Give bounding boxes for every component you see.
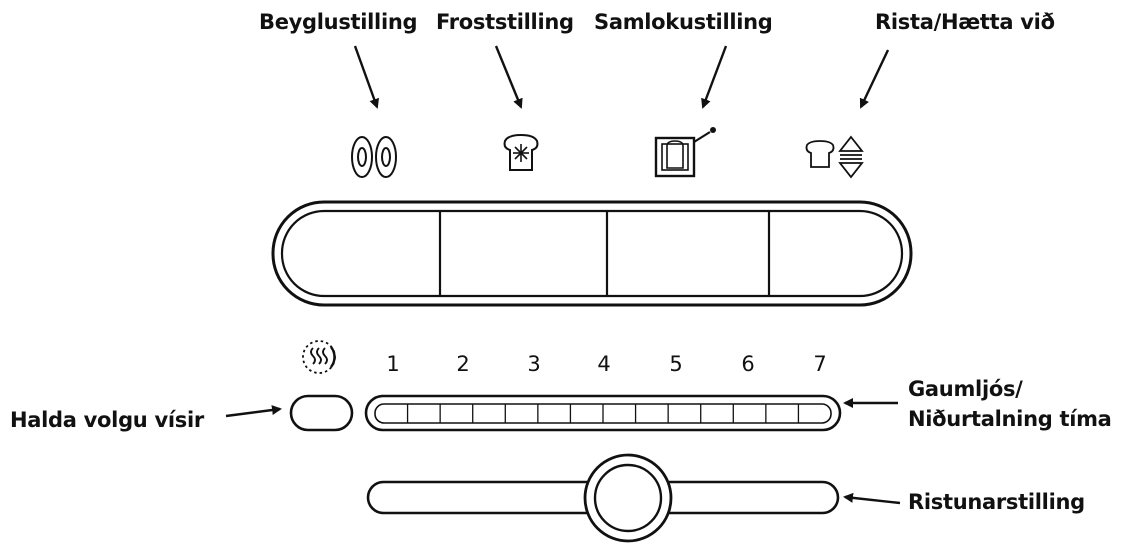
scale-number: 3 xyxy=(527,352,540,376)
sandwich-button[interactable] xyxy=(607,211,769,296)
defrost-button[interactable] xyxy=(440,211,607,296)
arrow-browning xyxy=(843,492,901,505)
scale-number: 2 xyxy=(456,352,469,376)
snowflake-toast-icon xyxy=(503,133,539,171)
label-toast-cancel: Rista/Hætta við xyxy=(875,10,1055,34)
keep-warm-indicator xyxy=(289,394,354,432)
scale-number: 6 xyxy=(741,352,754,376)
label-defrost: Froststilling xyxy=(436,10,574,34)
scale-number: 7 xyxy=(813,352,826,376)
callout-arrows xyxy=(225,45,901,505)
arrow-keep-warm xyxy=(225,405,282,418)
scale-numbers: 1 2 3 4 5 6 7 xyxy=(386,352,826,376)
indicator-segments xyxy=(406,404,800,423)
bagel-icon xyxy=(351,136,397,178)
label-bagel: Beyglustilling xyxy=(259,10,418,34)
keep-warm-icon xyxy=(302,340,336,374)
button-panel xyxy=(271,200,913,307)
arrow-defrost xyxy=(494,45,523,109)
bagel-button[interactable] xyxy=(282,211,440,296)
label-indicator-line1: Gaumljós/ xyxy=(908,377,1023,401)
toast-cancel-button[interactable] xyxy=(769,211,902,296)
label-sandwich: Samlokustilling xyxy=(594,10,773,34)
arrow-bagel xyxy=(353,45,379,109)
button-dividers xyxy=(438,211,771,296)
label-keep-warm: Halda volgu vísir xyxy=(10,408,204,432)
arrow-sandwich xyxy=(701,45,728,109)
scale-number: 1 xyxy=(386,352,399,376)
label-browning: Ristunarstilling xyxy=(908,490,1085,514)
browning-knob[interactable] xyxy=(583,453,673,543)
scale-number: 4 xyxy=(597,352,610,376)
toast-lever-icon xyxy=(805,135,864,179)
sandwich-icon xyxy=(654,127,716,178)
label-indicator-line2: Niðurtalning tíma xyxy=(908,407,1112,431)
arrow-toast-cancel xyxy=(859,49,890,109)
scale-number: 5 xyxy=(669,352,682,376)
